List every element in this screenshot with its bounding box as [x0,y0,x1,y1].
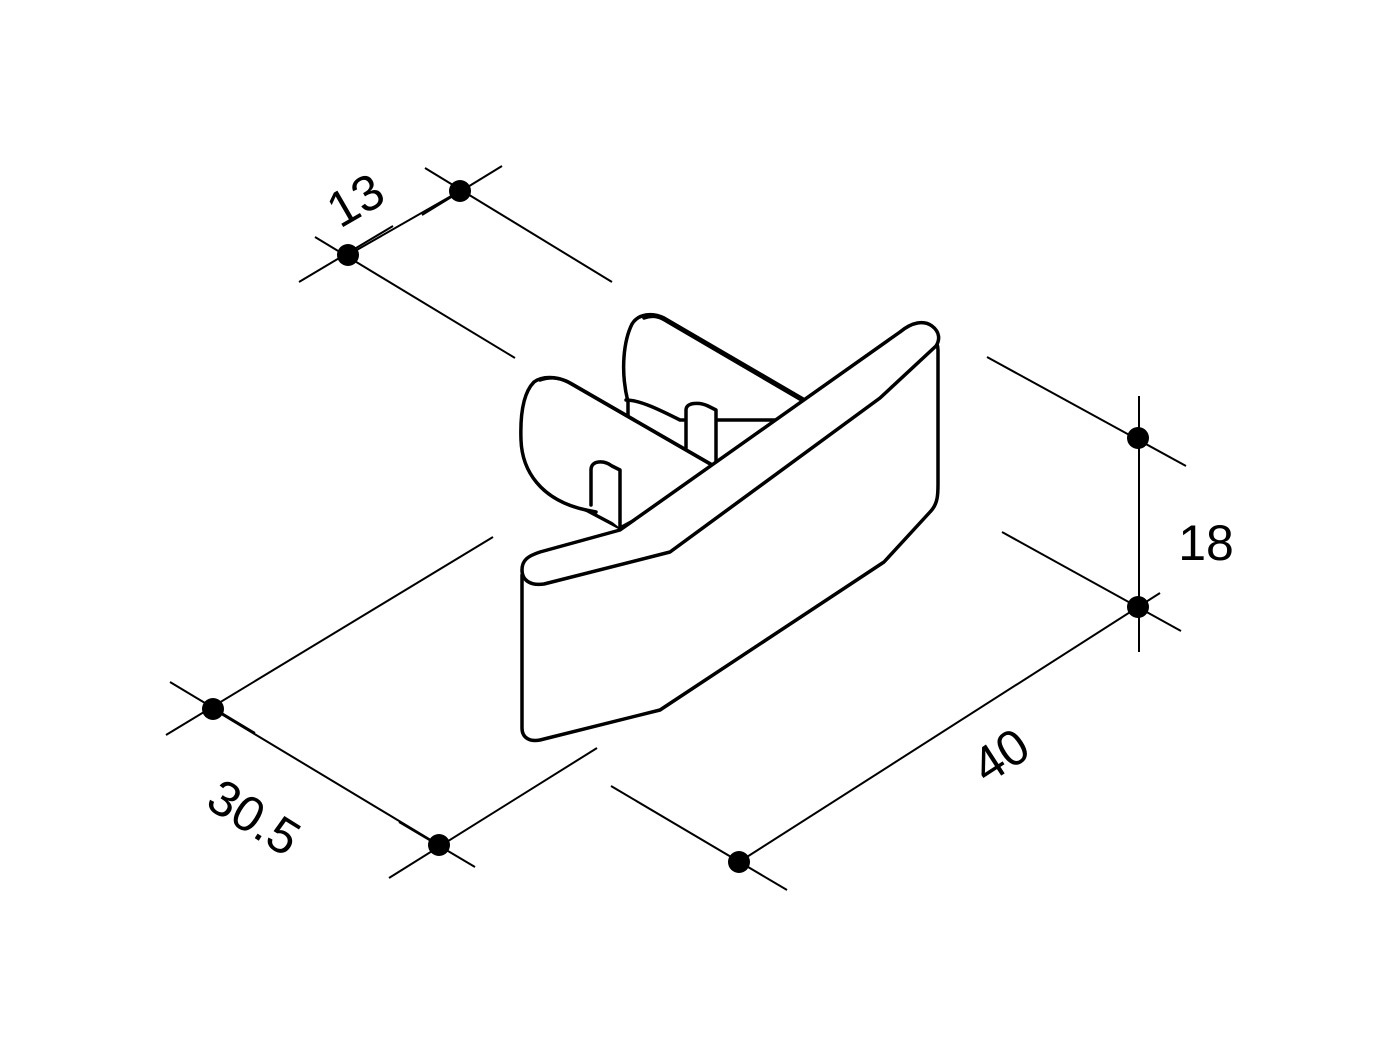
dimension-label-40: 40 [962,717,1039,794]
endpoint-dot [728,851,750,873]
extension-line-30-5-bottom [388,747,598,879]
dimension-top-width: 13 [298,162,613,359]
dimension-label-18: 18 [1178,515,1234,571]
dimension-line-13 [347,190,461,256]
dimension-line-40 [738,592,1161,863]
dimension-line-30-5 [212,708,440,846]
dimension-label-13: 13 [317,162,393,238]
endpoint-dot [337,244,359,266]
dimension-height: 18 [986,356,1234,652]
extension-line-40 [610,785,788,891]
endpoint-dot [428,834,450,856]
rear-hook-slot [684,401,718,468]
rear-hook-inner-edge [624,398,802,422]
front-hook-lower-edge [584,508,598,514]
extension-line-18-top [986,356,1187,467]
extension-line-18-bottom [1001,531,1182,632]
endpoint-dot [202,698,224,720]
front-hook-top-edge [538,376,730,476]
hook-part [519,312,941,743]
endpoint-dot [1127,427,1149,449]
rear-hook-top-edge [642,314,824,414]
base-plate [520,320,941,743]
dimension-label-30-5: 30.5 [198,768,310,867]
base-plate-top-face [520,320,941,587]
endpoint-dot [449,180,471,202]
front-hook-slot [589,460,622,530]
